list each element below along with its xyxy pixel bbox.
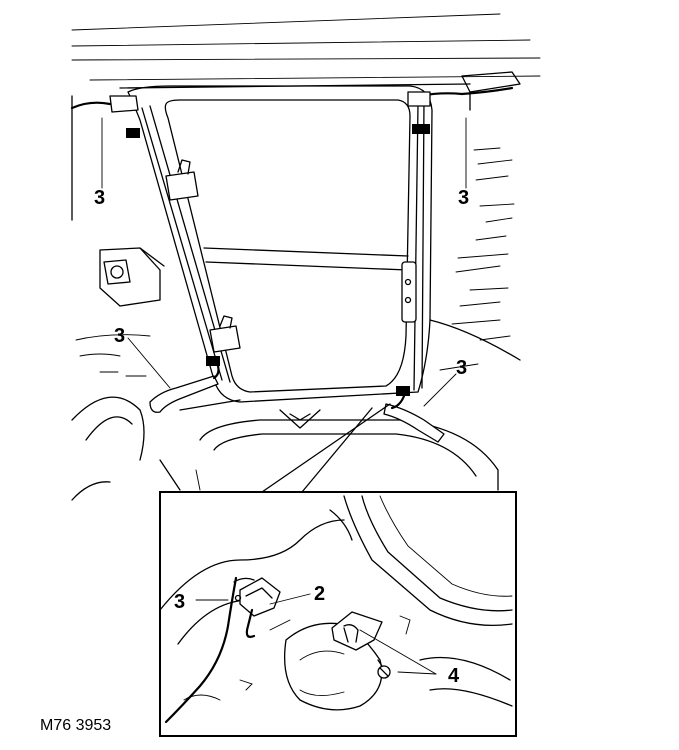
- callout-inset-harness: 3: [174, 591, 185, 613]
- detail-inset: 3 2 4: [159, 491, 517, 737]
- callout-inset-connector: 2: [314, 583, 325, 605]
- roof-panel-lines: [71, 13, 541, 89]
- right-body-panel: [429, 71, 521, 371]
- callout-inset-clip: 4: [448, 665, 460, 687]
- wiring-harness: [70, 86, 514, 443]
- leader-lines: [101, 117, 467, 493]
- callout-harness-mid-left: 3: [114, 325, 125, 347]
- load-floor: [159, 399, 499, 491]
- callout-harness-top-right: 3: [458, 187, 469, 209]
- callout-harness-top-left: 3: [94, 187, 105, 209]
- left-body-panel: [71, 95, 165, 501]
- reference-code: M76 3953: [40, 717, 111, 734]
- tailgate-aperture-frame: [127, 85, 433, 403]
- callout-harness-mid-right: 3: [456, 357, 467, 379]
